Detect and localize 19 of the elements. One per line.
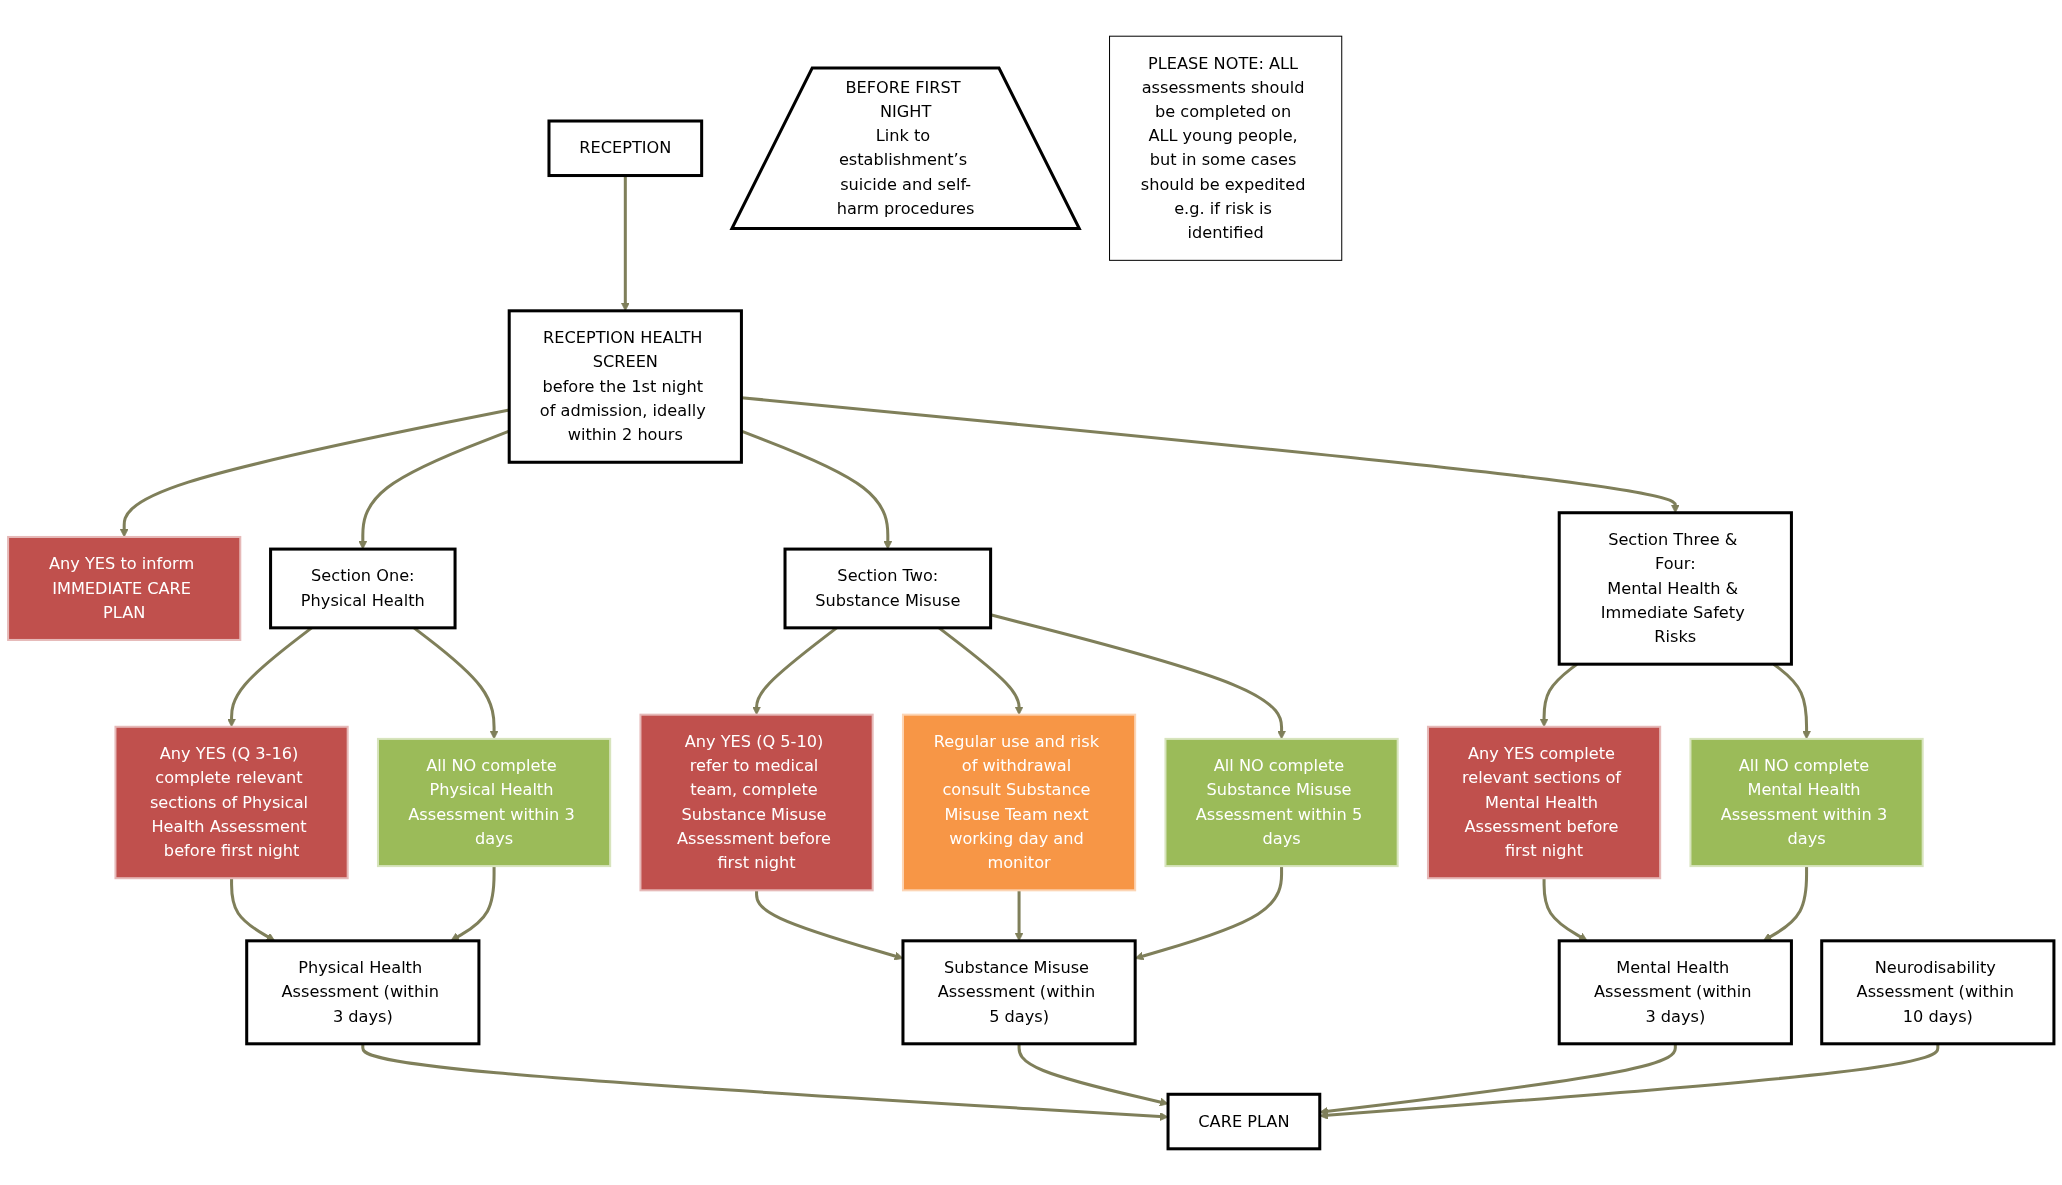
node-box: Section Three & Four: Mental Health & Immediate Safety Risks — [1557, 511, 1793, 666]
node-box: Mental Health Assessment (within 3 days) — [1557, 939, 1793, 1046]
node-box: Physical Health Assessment (within 3 days) — [245, 939, 481, 1046]
node-box: Substance Misuse Assessment (within 5 days) — [901, 939, 1137, 1046]
node-box: Any YES (Q 5-10) refer to medical team, complete Substance Misuse Assessment before first night — [639, 713, 874, 892]
node-box: All NO complete Substance Misuse Assessment within 5 days — [1164, 737, 1399, 868]
node-box: All NO complete Physical Health Assessment within 3 days — [376, 737, 612, 868]
node-box: Regular use and risk of withdrawal consult Substance Misuse Team next working day and monitor — [901, 713, 1137, 892]
node-box: Neurodisability Assessment (within 10 days) — [1820, 939, 2056, 1046]
node-box: CARE PLAN — [1166, 1092, 1322, 1151]
node-box: Any YES complete relevant sections of Mental Health Assessment before first night — [1426, 725, 1662, 880]
node-box: Section One: Physical Health — [269, 547, 457, 630]
node-box: RECEPTION HEALTH SCREEN before the 1st night of admission, ideally within 2 hours — [507, 309, 743, 464]
node-box: PLEASE NOTE: ALL assessments should be completed on ALL young people, but in some cases should be expedited e.g. if risk is identified — [1109, 35, 1343, 261]
node-box: Any YES to inform IMMEDIATE CARE PLAN — [7, 535, 242, 641]
node-box: All NO complete Mental Health Assessment within 3 days — [1689, 737, 1924, 868]
node-box: Any YES (Q 3-16) complete relevant sections of Physical Health Assessment before first night — [114, 725, 349, 880]
node-box: Section Two: Substance Misuse — [783, 547, 993, 630]
node-box: RECEPTION — [547, 119, 704, 178]
